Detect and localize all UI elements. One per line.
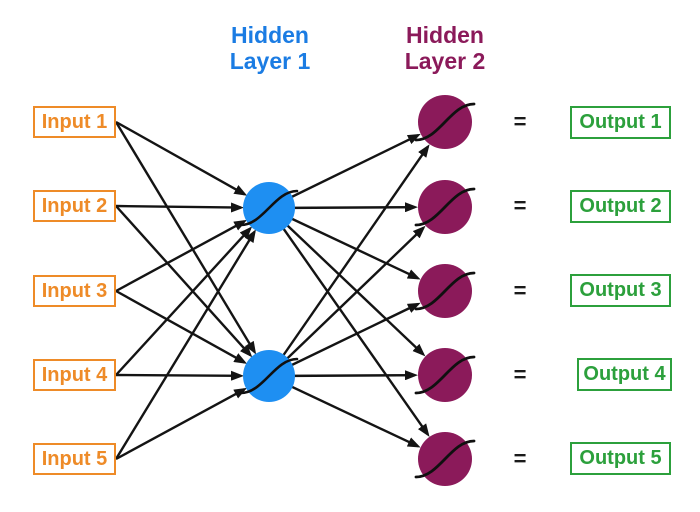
input-4-box: Input 4 bbox=[33, 359, 116, 391]
edge-h1n1-h2n3 bbox=[268, 206, 421, 280]
edge-input1-h1n2 bbox=[114, 121, 257, 355]
equals-sign-4: = bbox=[513, 362, 527, 387]
hidden1-neuron-2 bbox=[239, 350, 299, 402]
hidden-layer-2-title-line1: Hidden bbox=[406, 22, 484, 48]
hidden-layer-2-title: Hidden Layer 2 bbox=[370, 22, 520, 74]
input-1-box: Input 1 bbox=[33, 106, 116, 138]
output-1-box: Output 1 bbox=[570, 106, 671, 139]
sigmoid-curve-icon bbox=[414, 102, 476, 142]
edge-h1n2-h2n1 bbox=[268, 144, 430, 377]
output-4-box: Output 4 bbox=[577, 358, 672, 391]
hidden-layer-1-title: Hidden Layer 1 bbox=[195, 22, 345, 74]
hidden2-neurons bbox=[414, 95, 476, 486]
input-to-hidden1-edges bbox=[114, 120, 257, 461]
equals-sign-5: = bbox=[513, 446, 527, 471]
sigmoid-curve-icon bbox=[414, 271, 476, 311]
hidden1-neuron-1 bbox=[239, 182, 299, 234]
hidden1-to-hidden2-edges bbox=[268, 133, 430, 448]
edge-input2-h1n1 bbox=[115, 202, 244, 213]
edge-input5-h1n2 bbox=[115, 387, 248, 461]
edge-h1n1-h2n4 bbox=[268, 207, 426, 357]
input-3-box: Input 3 bbox=[33, 275, 116, 307]
sigmoid-curve-icon bbox=[239, 357, 299, 395]
output-5-box: Output 5 bbox=[570, 442, 671, 475]
edge-input2-h1n2 bbox=[115, 205, 253, 358]
equals-sign-1: = bbox=[513, 109, 527, 134]
edge-h1n1-h2n1 bbox=[268, 133, 421, 210]
hidden2-neuron-1 bbox=[414, 95, 476, 149]
hidden2-neuron-5 bbox=[414, 432, 476, 486]
equals-sign-2: = bbox=[513, 193, 527, 218]
input-5-box: Input 5 bbox=[33, 443, 116, 475]
hidden1-neurons bbox=[239, 182, 299, 402]
edge-input1-h1n1 bbox=[115, 120, 248, 196]
output-3-box: Output 3 bbox=[570, 274, 671, 307]
sigmoid-curve-icon bbox=[414, 439, 476, 479]
hidden2-neuron-4 bbox=[414, 348, 476, 402]
hidden2-neuron-2 bbox=[414, 180, 476, 234]
hidden2-neuron-3 bbox=[414, 264, 476, 318]
sigmoid-curve-icon bbox=[414, 355, 476, 395]
sigmoid-curve-icon bbox=[239, 189, 299, 227]
hidden-layer-1-title-line1: Hidden bbox=[231, 22, 309, 48]
edge-h1n2-h2n5 bbox=[268, 374, 421, 448]
edge-input4-h1n1 bbox=[115, 226, 253, 376]
equals-sign-3: = bbox=[513, 278, 527, 303]
edge-input4-h1n2 bbox=[115, 370, 244, 381]
edge-input5-h1n1 bbox=[114, 229, 256, 460]
input-2-box: Input 2 bbox=[33, 190, 116, 222]
edge-h1n1-h2n5 bbox=[268, 207, 430, 437]
hidden-layer-2-title-line2: Layer 2 bbox=[404, 48, 486, 74]
edge-h1n2-h2n2 bbox=[268, 225, 426, 377]
hidden-layer-1-title-line2: Layer 1 bbox=[229, 48, 311, 74]
sigmoid-curve-icon bbox=[414, 187, 476, 227]
output-2-box: Output 2 bbox=[570, 190, 671, 223]
edge-input3-h1n2 bbox=[115, 289, 248, 364]
edge-input3-h1n1 bbox=[115, 219, 248, 293]
edge-h1n2-h2n3 bbox=[268, 302, 421, 378]
